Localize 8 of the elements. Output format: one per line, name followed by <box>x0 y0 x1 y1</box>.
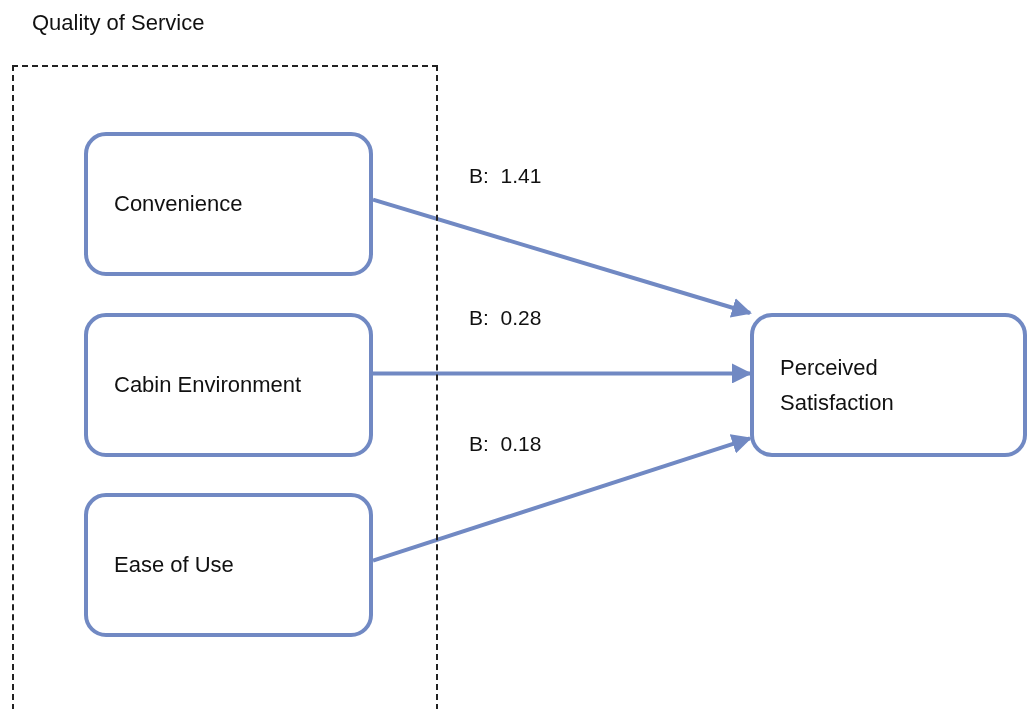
group-title: Quality of Service <box>32 10 205 36</box>
rounded-box: Cabin Environment <box>84 313 373 457</box>
arrow <box>373 363 752 384</box>
arrow <box>372 197 752 318</box>
rounded-box: Ease of Use <box>84 493 373 637</box>
rounded-box: Perceived Satisfaction <box>750 313 1027 457</box>
arrow <box>372 434 752 563</box>
rounded-box: Convenience <box>84 132 373 276</box>
